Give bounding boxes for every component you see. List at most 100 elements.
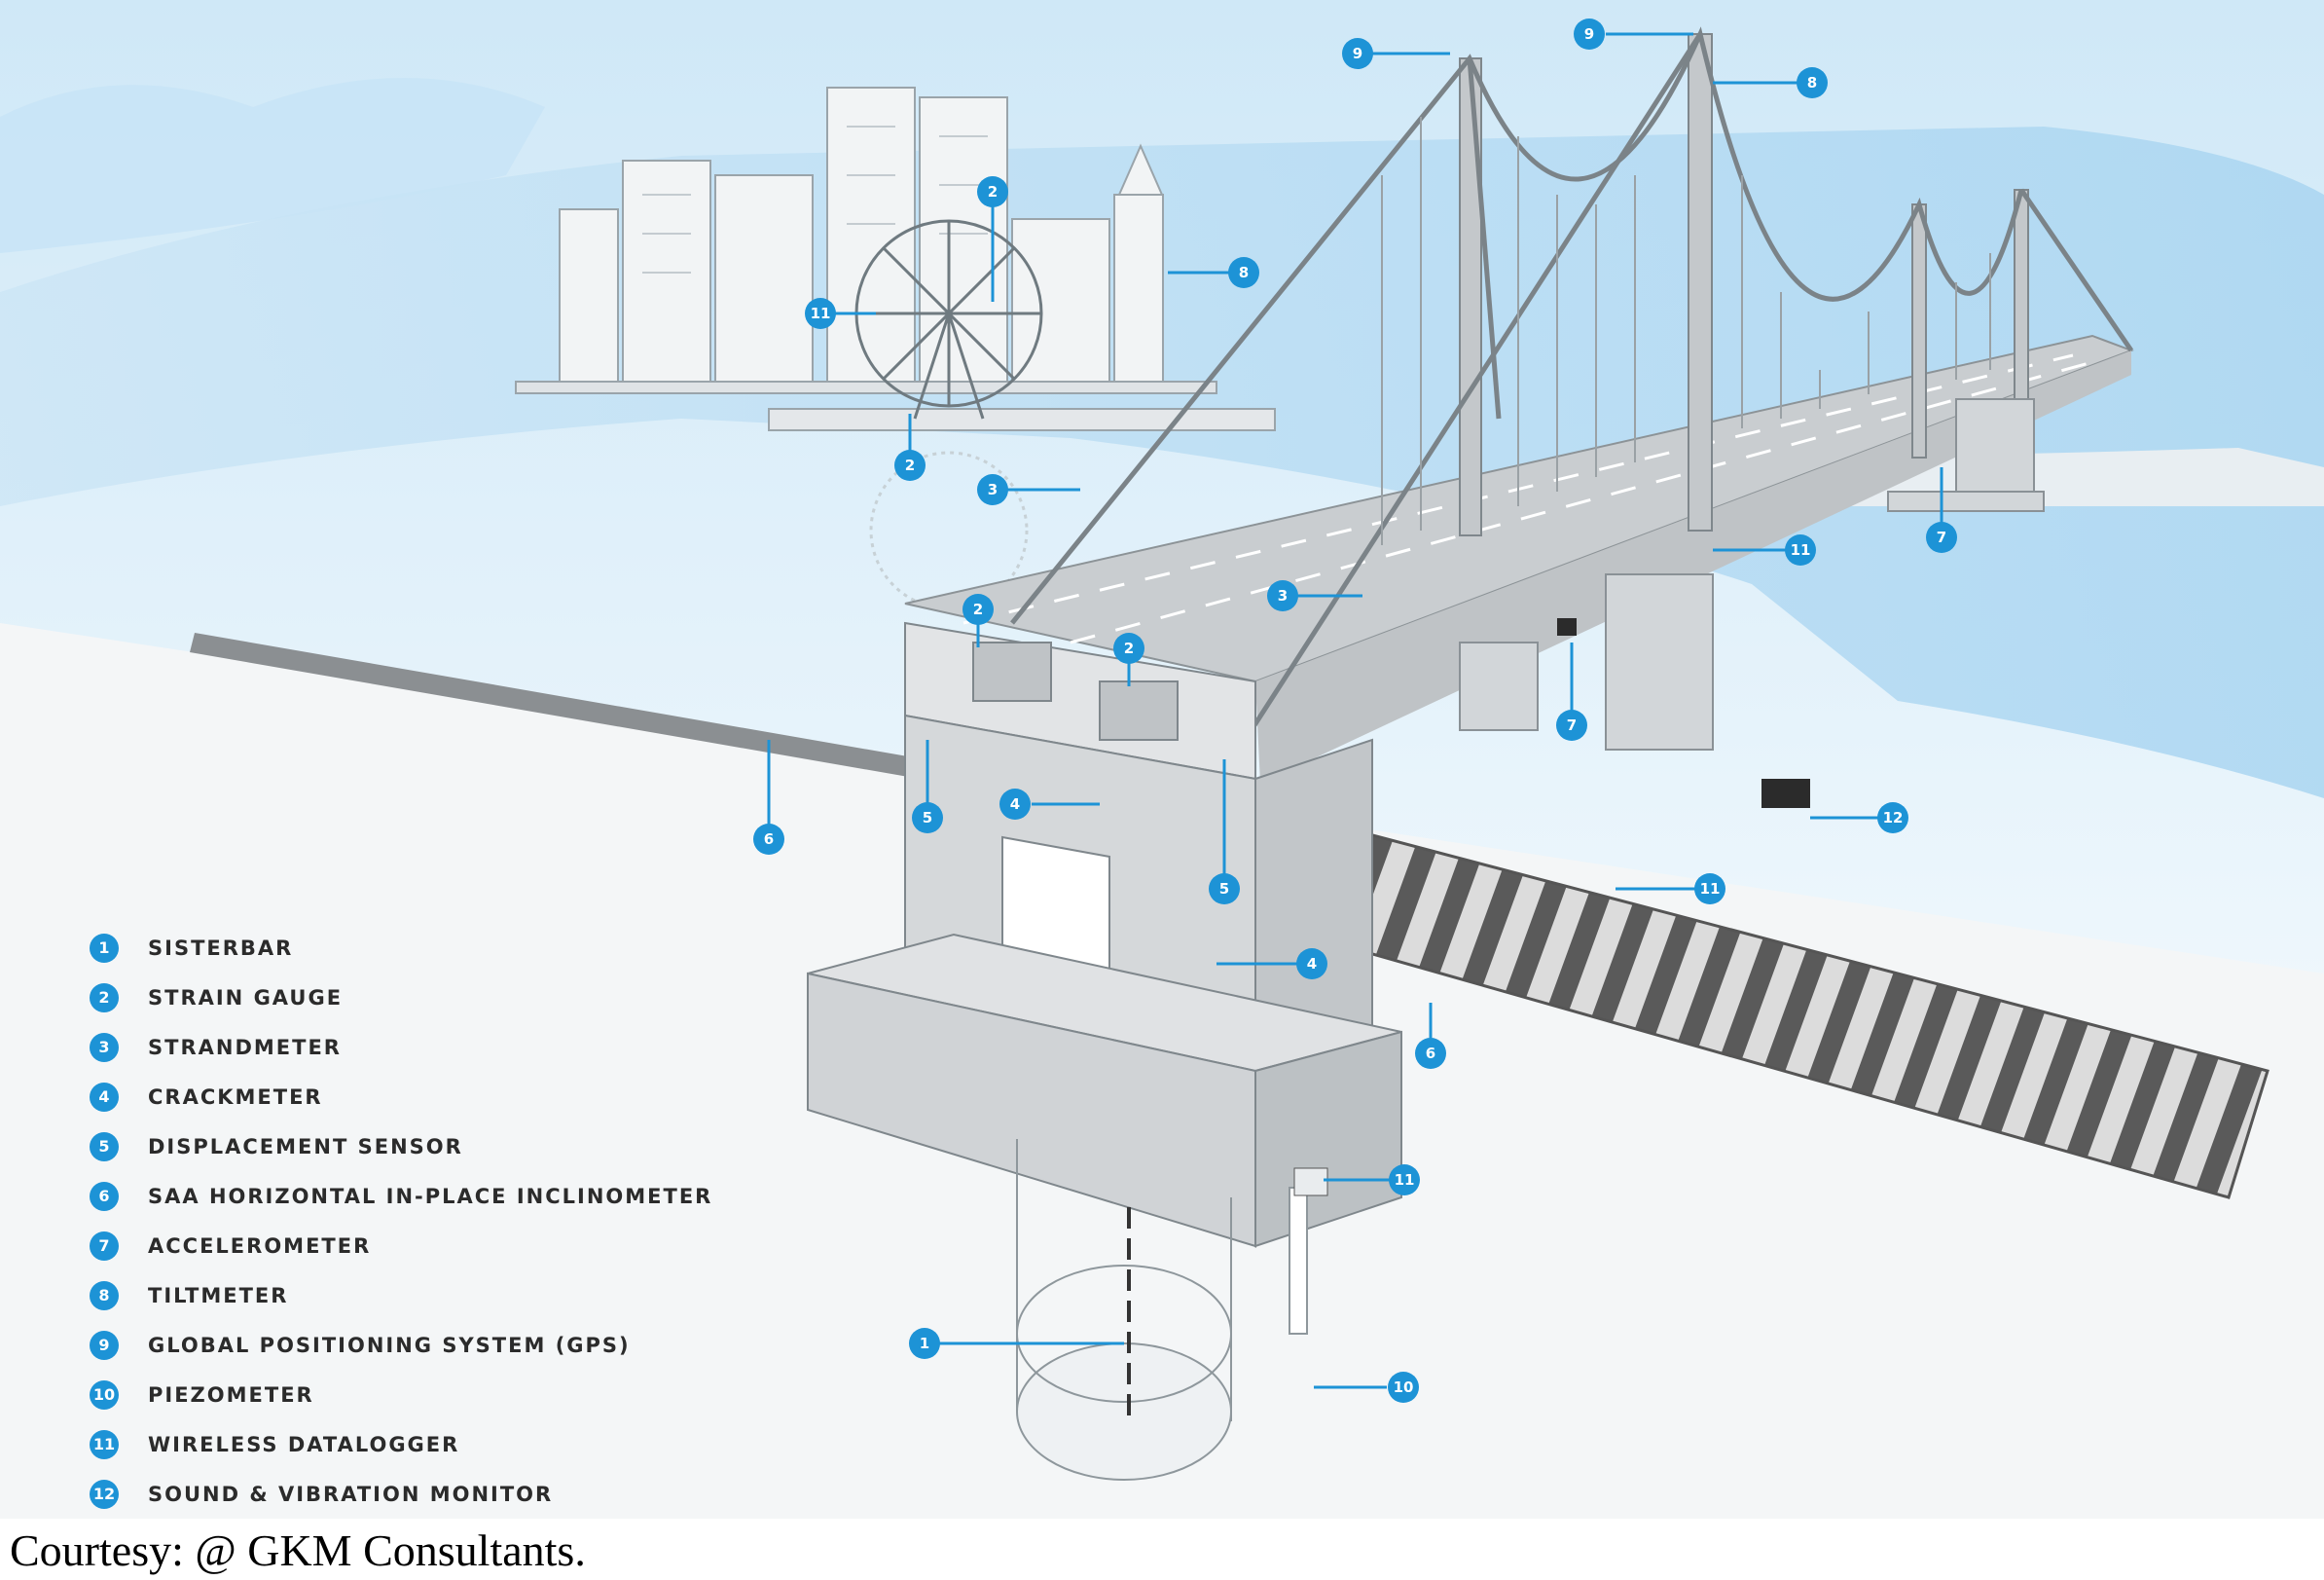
callout-badge: 10 <box>1388 1372 1419 1403</box>
railway-track-back <box>190 633 925 779</box>
svg-text:8: 8 <box>1239 264 1249 281</box>
bridge-towers <box>1459 33 2029 536</box>
legend-number: 2 <box>90 982 119 1012</box>
legend-number: 6 <box>90 1181 119 1211</box>
svg-text:12: 12 <box>1883 809 1904 827</box>
svg-text:6: 6 <box>764 830 774 848</box>
svg-text:11: 11 <box>1791 541 1811 559</box>
legend-label: GLOBAL POSITIONING SYSTEM (GPS) <box>148 1333 631 1357</box>
legend-item: 7 ACCELEROMETER <box>90 1221 712 1270</box>
svg-text:3: 3 <box>1278 587 1288 605</box>
callout-badge: 7 <box>1556 710 1587 741</box>
callout-badge: 5 <box>912 802 943 833</box>
callout-badge: 6 <box>1415 1038 1446 1069</box>
legend-item: 8 TILTMETER <box>90 1270 712 1320</box>
sensor-devices <box>1293 618 1810 1196</box>
legend-number: 12 <box>90 1479 119 1509</box>
svg-text:4: 4 <box>1307 955 1317 973</box>
callout-badge: 4 <box>999 789 1031 820</box>
svg-text:5: 5 <box>923 809 932 827</box>
callout-badge: 7 <box>1926 522 1957 553</box>
legend-label: DISPLACEMENT SENSOR <box>148 1134 463 1158</box>
callout-badge: 9 <box>1574 18 1605 50</box>
legend-label: ACCELEROMETER <box>148 1233 372 1258</box>
legend-item: 3 STRANDMETER <box>90 1022 712 1072</box>
svg-text:6: 6 <box>1426 1045 1435 1062</box>
svg-text:3: 3 <box>988 481 998 498</box>
svg-text:11: 11 <box>811 305 831 322</box>
callout-badge: 11 <box>1694 873 1725 904</box>
svg-text:1: 1 <box>920 1335 929 1352</box>
legend-number: 10 <box>90 1379 119 1410</box>
legend-number: 5 <box>90 1131 119 1161</box>
bridge-monitoring-diagram: 9 9 8 2 8 11 2 3 3 11 7 2 2 7 4 5 6 5 4 … <box>0 0 2324 1519</box>
svg-text:9: 9 <box>1584 25 1594 43</box>
sensor-legend: 1 SISTERBAR 2 STRAIN GAUGE 3 STRANDMETER 4 C… <box>90 923 712 1519</box>
legend-item: 11 WIRELESS DATALOGGER <box>90 1419 712 1469</box>
svg-text:11: 11 <box>1700 880 1721 898</box>
svg-text:9: 9 <box>1353 45 1362 62</box>
legend-number: 11 <box>90 1429 119 1459</box>
svg-text:2: 2 <box>988 183 998 201</box>
callout-badge: 8 <box>1797 67 1828 98</box>
svg-text:8: 8 <box>1807 74 1817 92</box>
svg-text:2: 2 <box>1124 640 1134 657</box>
main-pier <box>807 621 1402 1249</box>
svg-text:2: 2 <box>905 457 915 474</box>
callout-badge: 11 <box>1389 1164 1420 1195</box>
svg-text:7: 7 <box>1567 717 1577 734</box>
foundation-cylinder <box>1016 1139 1308 1481</box>
callout-badge: 3 <box>977 474 1008 505</box>
legend-number: 8 <box>90 1280 119 1310</box>
city-windows <box>642 126 988 274</box>
hanger-cables <box>1381 117 1991 545</box>
callout-badge: 2 <box>977 176 1008 207</box>
svg-text:4: 4 <box>1010 795 1020 813</box>
callout-badge: 9 <box>1342 38 1373 69</box>
legend-number: 1 <box>90 933 119 963</box>
callout-badge: 2 <box>894 450 926 481</box>
legend-label: SOUND & VIBRATION MONITOR <box>148 1482 554 1506</box>
callout-badge: 11 <box>1785 534 1816 566</box>
legend-label: STRANDMETER <box>148 1035 342 1059</box>
legend-item: 4 CRACKMETER <box>90 1072 712 1121</box>
legend-item: 12 SOUND & VIBRATION MONITOR <box>90 1469 712 1519</box>
legend-label: WIRELESS DATALOGGER <box>148 1432 460 1456</box>
callout-leader-lines <box>767 32 1943 1389</box>
callout-badge: 4 <box>1296 948 1327 979</box>
legend-item: 2 STRAIN GAUGE <box>90 973 712 1022</box>
svg-text:5: 5 <box>1219 880 1229 898</box>
legend-number: 4 <box>90 1082 119 1112</box>
legend-item: 9 GLOBAL POSITIONING SYSTEM (GPS) <box>90 1320 712 1370</box>
legend-number: 7 <box>90 1231 119 1261</box>
callouts: 9 9 8 2 8 11 2 3 3 11 7 2 2 7 4 5 6 5 4 … <box>753 18 1957 1403</box>
callout-badge: 6 <box>753 824 784 855</box>
callout-badge: 2 <box>962 594 994 625</box>
callout-badge: 11 <box>805 298 836 329</box>
callout-badge: 12 <box>1877 802 1908 833</box>
legend-item: 5 DISPLACEMENT SENSOR <box>90 1121 712 1171</box>
legend-number: 9 <box>90 1330 119 1360</box>
legend-label: CRACKMETER <box>148 1084 323 1109</box>
main-cables <box>1010 26 2134 771</box>
legend-label: SAA HORIZONTAL IN-PLACE INCLINOMETER <box>148 1184 713 1208</box>
legend-label: STRAIN GAUGE <box>148 985 344 1010</box>
callout-badge: 1 <box>909 1328 940 1359</box>
callout-badge: 2 <box>1113 633 1144 664</box>
legend-item: 6 SAA HORIZONTAL IN-PLACE INCLINOMETER <box>90 1171 712 1221</box>
legend-label: TILTMETER <box>148 1283 289 1307</box>
far-piers <box>1459 398 2045 751</box>
legend-item: 1 SISTERBAR <box>90 923 712 973</box>
svg-text:10: 10 <box>1394 1378 1414 1396</box>
legend-item: 10 PIEZOMETER <box>90 1370 712 1419</box>
svg-text:2: 2 <box>973 601 983 618</box>
legend-number: 3 <box>90 1032 119 1062</box>
figure-caption: Courtesy: @ GKM Consultants. <box>10 1525 586 1575</box>
water-splash-left <box>0 78 545 253</box>
callout-badge: 8 <box>1228 257 1259 288</box>
callout-badge: 3 <box>1267 580 1298 611</box>
svg-text:7: 7 <box>1937 529 1946 546</box>
svg-text:11: 11 <box>1395 1171 1415 1189</box>
legend-label: SISTERBAR <box>148 936 294 960</box>
legend-label: PIEZOMETER <box>148 1382 314 1407</box>
